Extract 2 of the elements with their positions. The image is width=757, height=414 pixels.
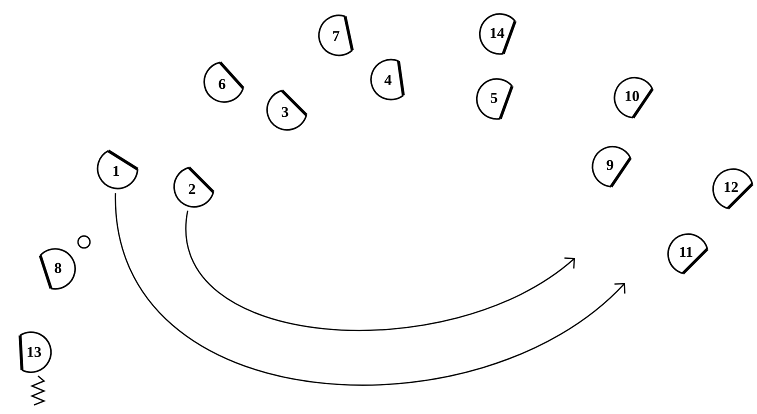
- arrow: [186, 210, 575, 331]
- arrow: [114, 193, 626, 386]
